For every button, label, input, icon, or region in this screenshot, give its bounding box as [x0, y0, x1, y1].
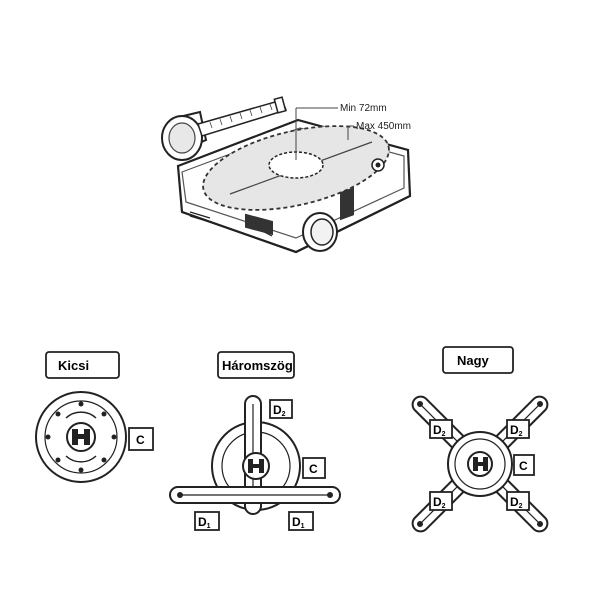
mount-triangle: Háromszög D2 C D1 D1: [169, 351, 341, 531]
mount-large-d2-bl-tag: D2: [433, 495, 446, 510]
mount-large-d2-tl-tag: D2: [433, 423, 446, 438]
mount-triangle-d1-left-tag: D1: [198, 515, 211, 530]
mount-triangle-title: Háromszög: [222, 358, 293, 373]
mount-small-tag: C: [136, 433, 145, 447]
mount-large-d2-tr-tag: D2: [510, 423, 523, 438]
mount-large-c-tag: C: [519, 459, 528, 473]
mount-small: Kicsi C: [35, 351, 154, 483]
mount-triangle-c-tag: C: [309, 462, 318, 476]
mount-small-title: Kicsi: [58, 358, 89, 373]
tape-measure: [161, 96, 287, 161]
mount-triangle-d2-tag: D2: [273, 403, 286, 418]
dimension-max-label: Max 450mm: [356, 121, 411, 132]
mount-large: Nagy D2 D2 C D2 D2: [411, 346, 549, 533]
mount-triangle-d1-right-tag: D1: [292, 515, 305, 530]
projector-illustration: Min 72mm Max 450mm: [161, 96, 412, 254]
mount-large-d2-br-tag: D2: [510, 495, 523, 510]
mount-large-title: Nagy: [457, 353, 490, 368]
dimension-min-label: Min 72mm: [340, 103, 387, 114]
